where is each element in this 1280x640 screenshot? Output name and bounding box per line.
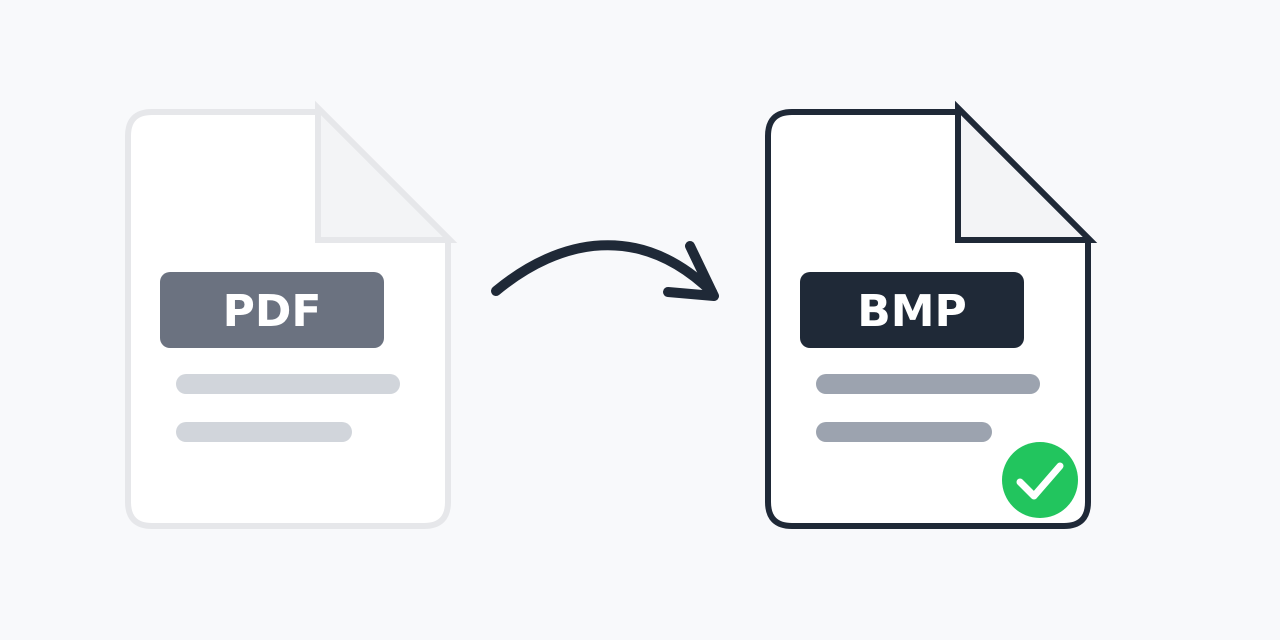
arrow-head (663, 241, 719, 301)
target-file-fold (955, 100, 1098, 243)
target-file-label: BMP (857, 286, 967, 337)
check-icon (1002, 442, 1078, 518)
source-file-fold (315, 100, 458, 243)
curved-arrow-icon (491, 240, 719, 301)
target-file-icon: BMP (765, 100, 1098, 529)
source-file-icon: PDF (125, 100, 458, 529)
check-badge (1002, 442, 1078, 518)
source-file-label: PDF (223, 286, 322, 337)
target-file-badge (800, 272, 1024, 348)
arrow-shaft (491, 240, 717, 297)
source-file-badge (160, 272, 384, 348)
check-mark (1016, 462, 1064, 500)
